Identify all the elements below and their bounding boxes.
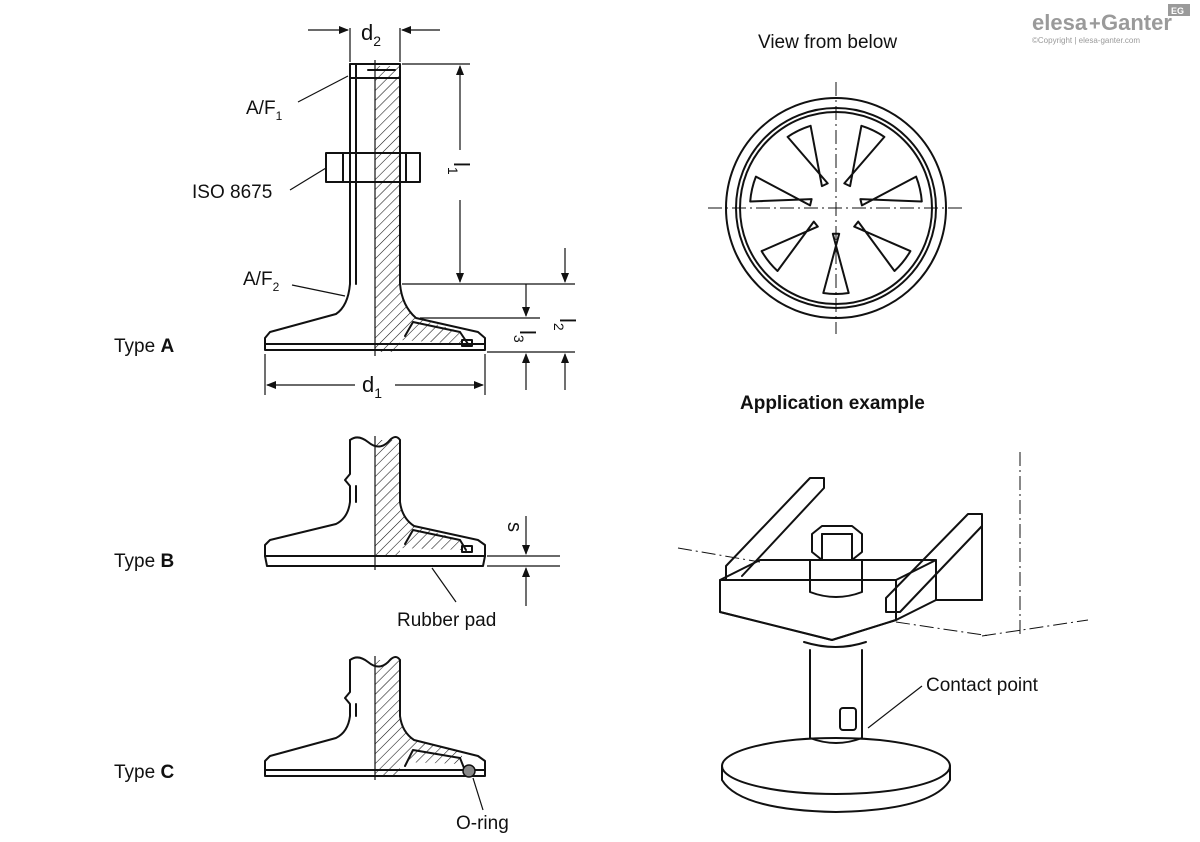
type-b-label: Type B xyxy=(114,551,174,572)
l2-label: l2 xyxy=(551,318,580,331)
iso-8675-label: ISO 8675 xyxy=(192,182,272,203)
view-from-below-label: View from below xyxy=(758,32,897,53)
af2-label: A/F2 xyxy=(243,269,280,294)
bottom-view-cutout xyxy=(786,124,829,188)
rubber-pad-label: Rubber pad xyxy=(397,610,496,631)
o-ring-label: O-ring xyxy=(456,813,509,834)
l1-label: l1 xyxy=(445,162,474,175)
bottom-view-cutout xyxy=(859,175,923,207)
application-example-drawing xyxy=(677,452,1089,813)
type-b-drawing xyxy=(264,436,560,606)
logo-copyright: ©Copyright | elesa-ganter.com xyxy=(1032,36,1140,45)
logo-plus: + xyxy=(1089,13,1101,35)
type-c-label: Type C xyxy=(114,762,174,783)
contact-point-label: Contact point xyxy=(926,675,1039,696)
logo-brand-ganter: Ganter xyxy=(1101,10,1172,35)
af1-label: A/F1 xyxy=(246,98,283,123)
o-ring-symbol xyxy=(462,764,476,778)
d2-label: d2 xyxy=(361,20,381,49)
logo-brand-elesa: elesa xyxy=(1032,10,1088,35)
view-from-below-drawing xyxy=(708,82,964,334)
elesa-ganter-logo: elesa + Ganter EG ©Copyright | elesa-gan… xyxy=(1032,4,1190,45)
logo-badge: EG xyxy=(1171,6,1184,16)
bottom-view-cutout xyxy=(760,220,819,272)
logo-badge-box xyxy=(1168,4,1190,16)
application-example-label: Application example xyxy=(740,393,925,414)
type-c-drawing xyxy=(264,656,486,811)
l3-label: l3 xyxy=(511,330,540,343)
bottom-view-cutout xyxy=(749,175,813,207)
s-label: s xyxy=(503,522,525,532)
type-a-label: Type A xyxy=(114,336,174,357)
bottom-view-cutout xyxy=(853,220,912,272)
type-a-drawing xyxy=(264,26,575,395)
bottom-view-cutout xyxy=(843,124,886,188)
d1-label: d1 xyxy=(362,372,382,401)
